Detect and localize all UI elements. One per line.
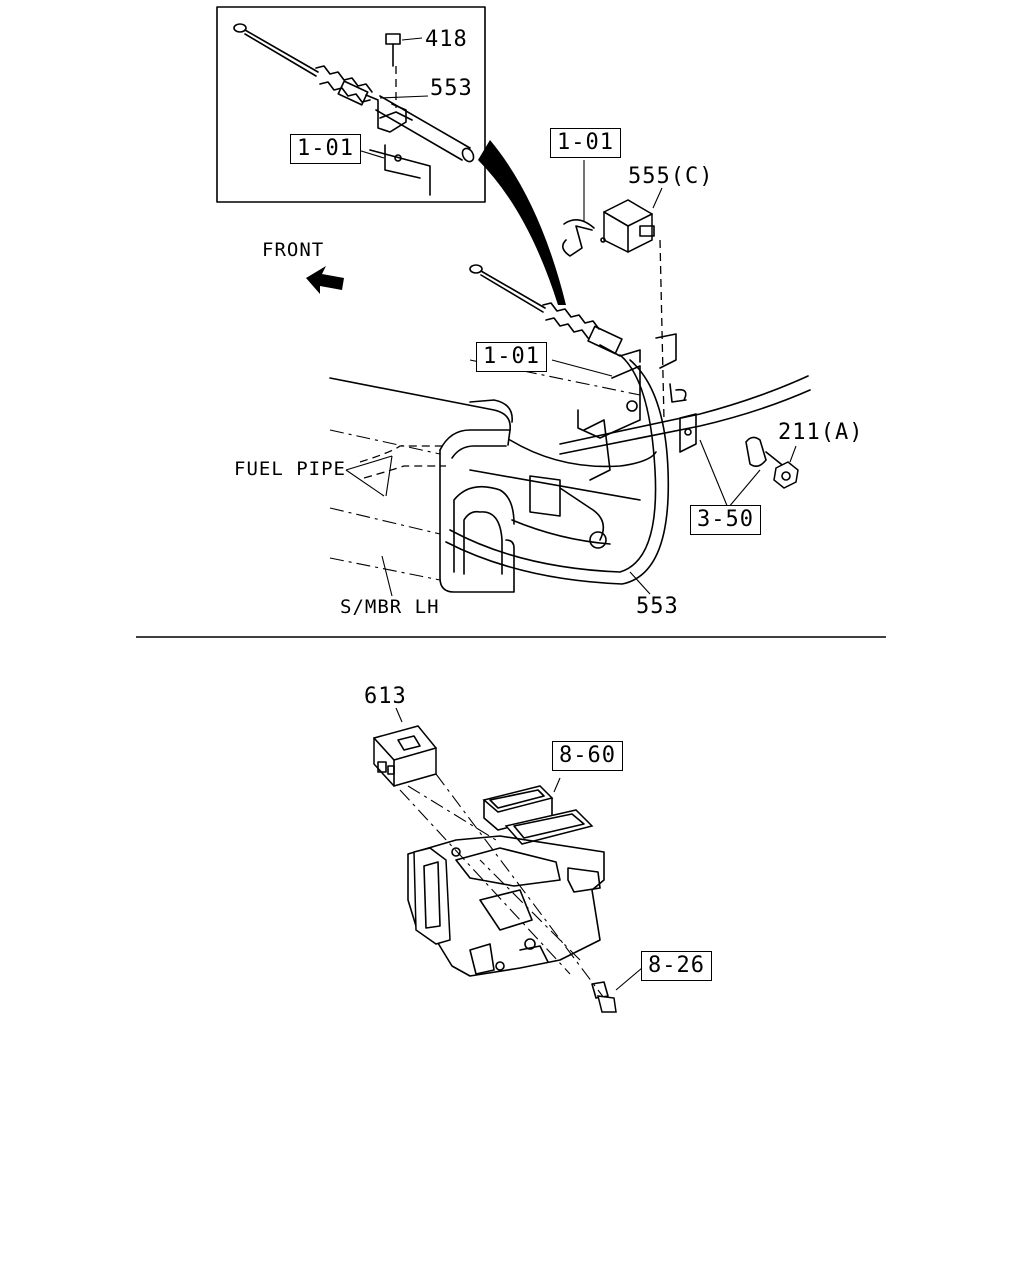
ref-box-1-01-cable: 1-01	[476, 342, 547, 372]
inset-cable-drawing	[233, 23, 475, 196]
part-number-211a: 211(A)	[778, 420, 864, 445]
part-number-613: 613	[364, 684, 407, 709]
side-member-leader	[381, 555, 393, 597]
ref-box-8-26: 8-26	[641, 951, 712, 981]
side-member-label: S/MBR LH	[340, 596, 440, 618]
part-number-418: 418	[425, 27, 468, 52]
ref-box-3-50: 3-50	[690, 505, 761, 535]
fuel-pipe-drawing	[345, 445, 446, 497]
cable-leader	[629, 571, 651, 595]
part-number-553-main: 553	[636, 594, 679, 619]
fuel-pipe-label: FUEL PIPE	[234, 458, 346, 480]
ref-box-8-60: 8-60	[552, 741, 623, 771]
ref-box-1-01-top: 1-01	[550, 128, 621, 158]
heater-unit-drawing	[373, 707, 643, 1013]
main-cable-drawing	[445, 160, 811, 585]
part-number-553-inset: 553	[430, 76, 473, 101]
detail-pointer	[478, 140, 566, 305]
arrow-left-icon	[306, 266, 344, 294]
inset-frame	[216, 6, 486, 203]
part-number-555c: 555(C)	[628, 164, 714, 189]
ref-box-1-01-inset: 1-01	[290, 134, 361, 164]
front-label: FRONT	[262, 239, 325, 261]
side-member-drawing	[329, 359, 657, 593]
